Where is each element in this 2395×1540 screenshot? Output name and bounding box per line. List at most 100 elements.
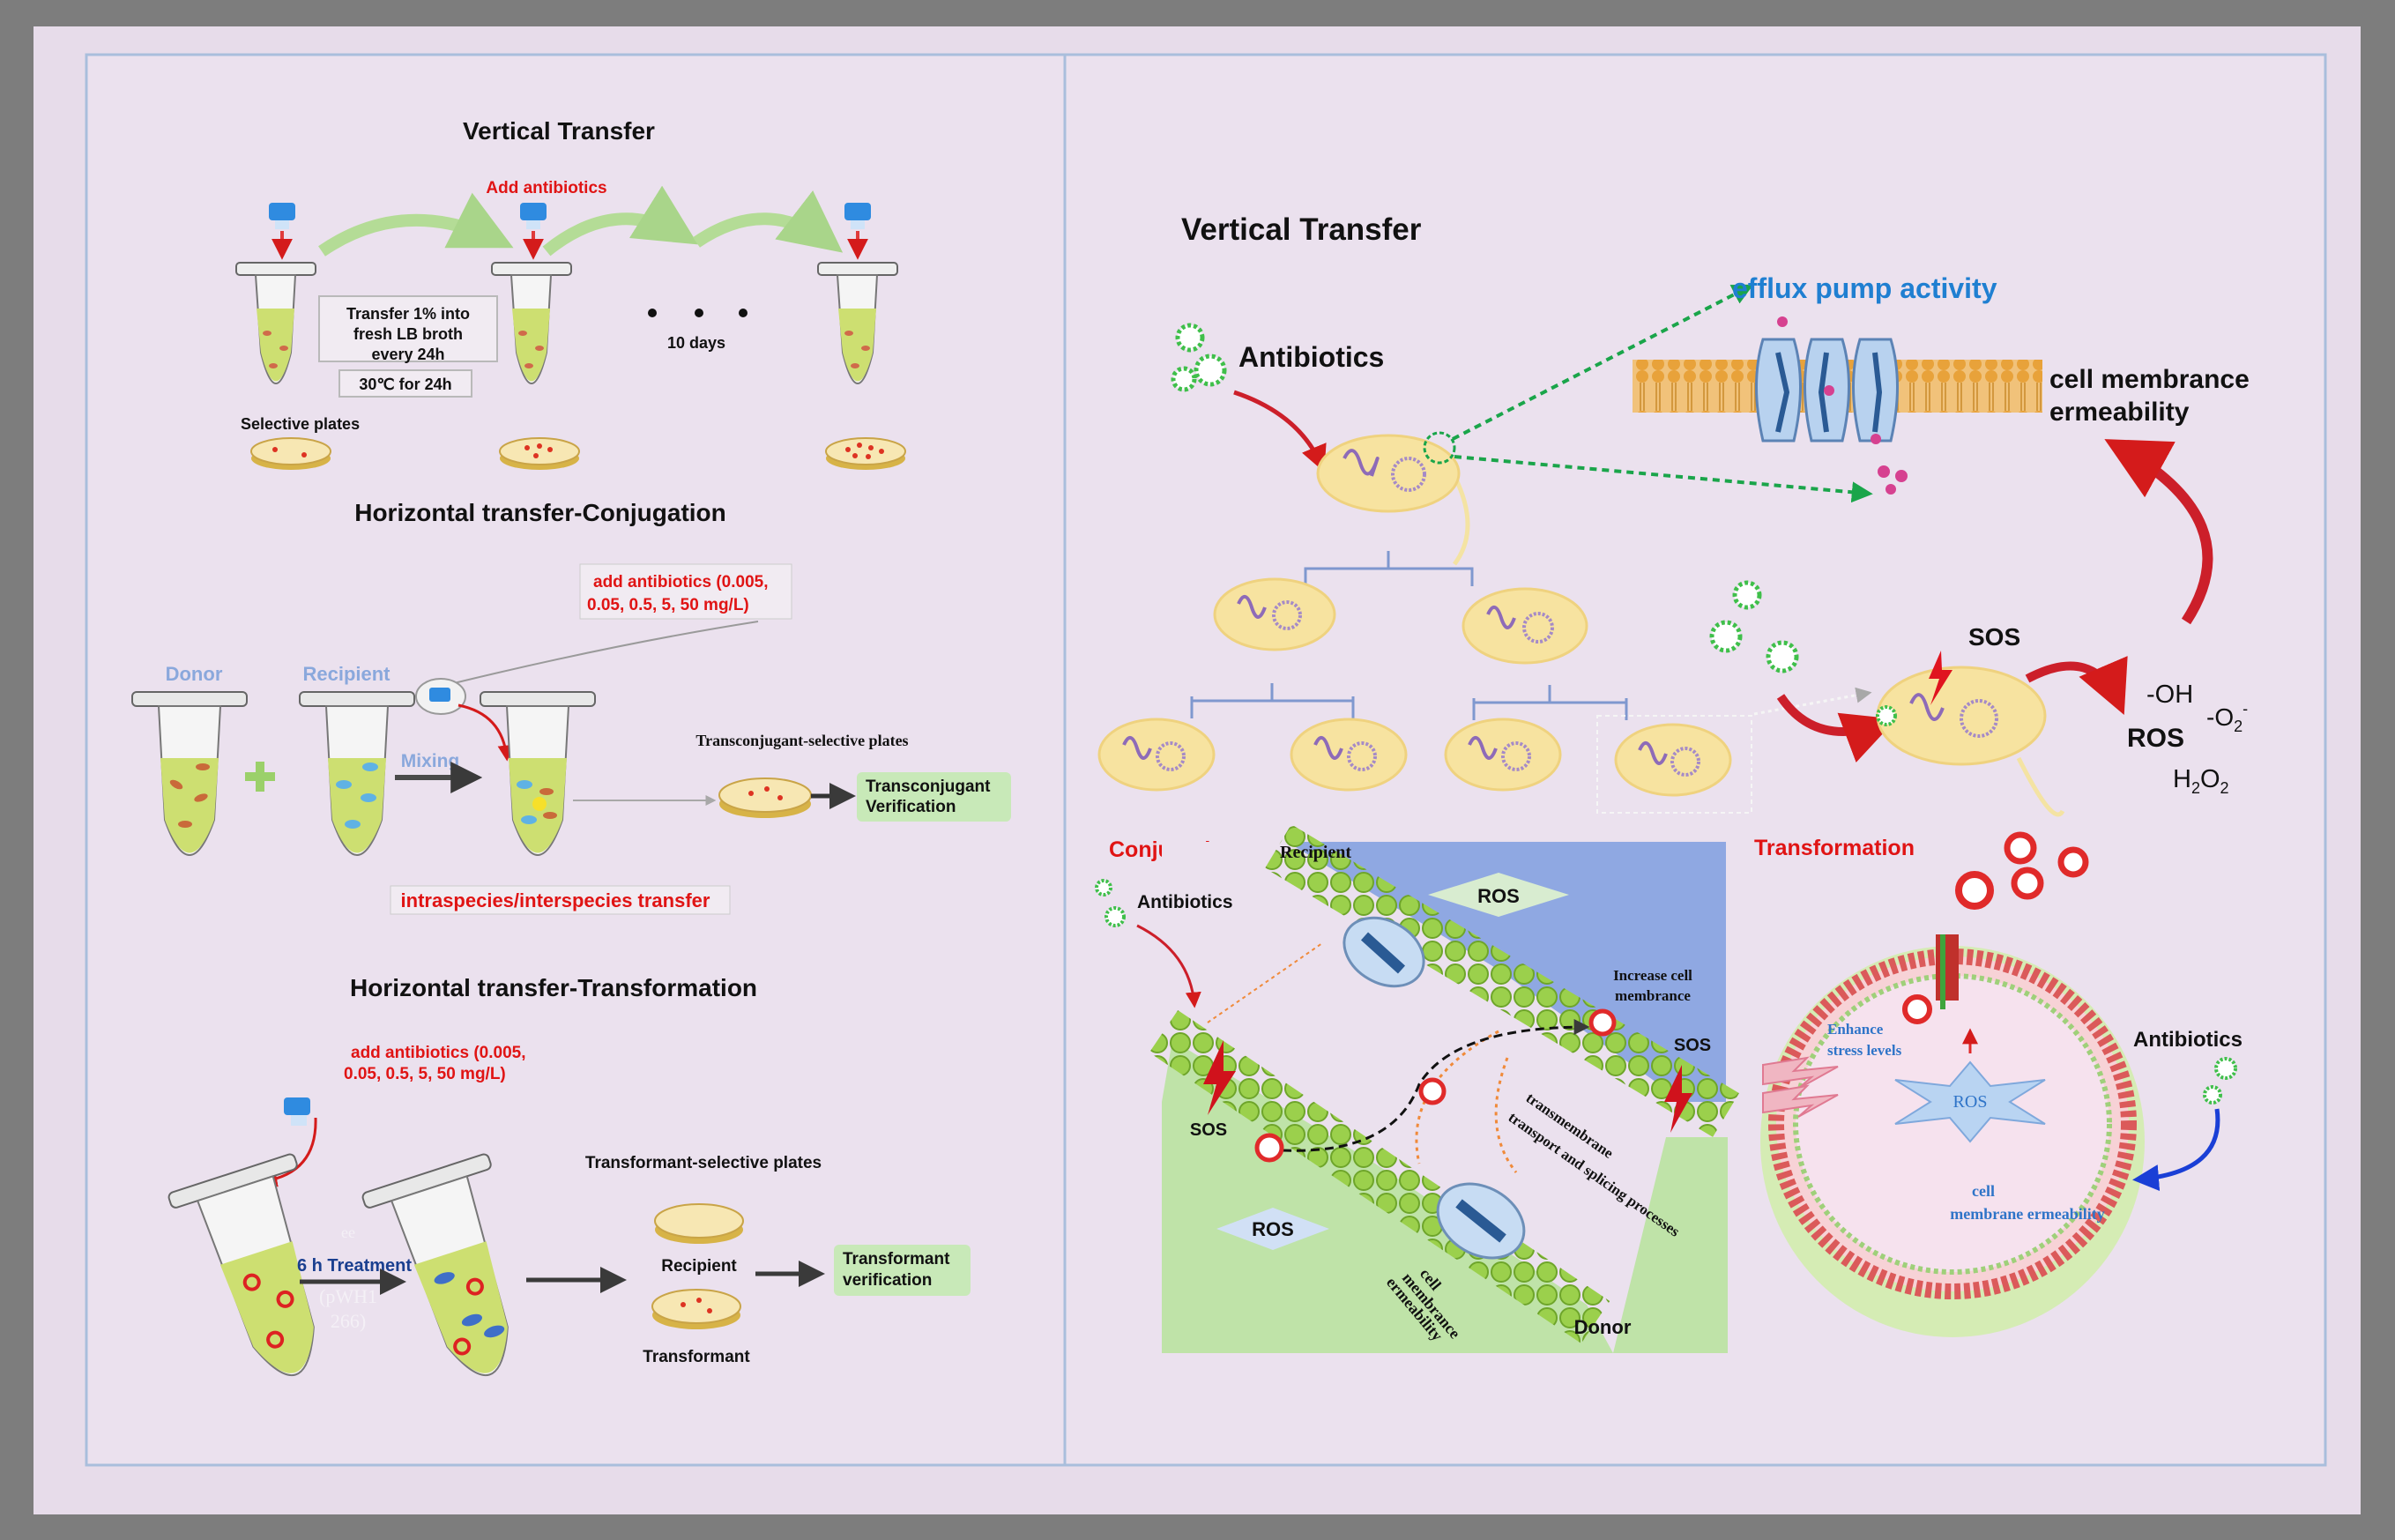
- peroxide-h: H: [2173, 765, 2191, 793]
- ros-star-icon: [1894, 1060, 2046, 1143]
- inset-ros-bottom-label: ROS: [1252, 1218, 1294, 1240]
- enhance-line-1: Enhance: [1827, 1021, 1884, 1038]
- granddaughter-bacterium: [1290, 718, 1408, 792]
- transfer-path: [1282, 1019, 1590, 1152]
- ellipsis-dot: [739, 309, 748, 317]
- petri-plate-transformant: [651, 1289, 741, 1329]
- petri-plate: [718, 777, 812, 818]
- lightning-icon: [1929, 651, 1952, 705]
- ellipsis-dot: [695, 309, 703, 317]
- selective-plates-label: Selective plates: [241, 415, 360, 433]
- parent-bacterium: [1316, 431, 1470, 566]
- antibiotic-icon: [1709, 580, 1799, 673]
- conjugation-dose-line-1: add antibiotics (0.005,: [593, 573, 769, 591]
- petri-plate-recipient: [654, 1203, 744, 1244]
- superoxide-subscript: 2: [2234, 718, 2243, 735]
- donor-tube: [131, 691, 248, 856]
- inset-donor-label: Donor: [1574, 1316, 1632, 1338]
- inset-antibiotics-label: Antibiotics: [1137, 892, 1233, 912]
- peroxide-o: O: [2200, 765, 2220, 793]
- plasmid-icon: [1254, 1008, 1617, 1163]
- increase-line-1: Increase cell: [1613, 967, 1692, 984]
- conjugation-inset: Antibiotics Recipient ROS Increase cell …: [1095, 824, 1739, 1353]
- ghost-text-line-3: 266): [331, 1310, 366, 1332]
- lightning-icon: [1203, 1040, 1692, 1133]
- inset-ros-top-label: ROS: [1477, 885, 1520, 907]
- peroxide-sub-1: 2: [2191, 779, 2200, 797]
- transformation-tube-1: [167, 1153, 315, 1376]
- zoom-box: [1596, 715, 1752, 814]
- ghost-text-line-2: (pWH1: [319, 1285, 377, 1307]
- peroxide-sub-2: 2: [2220, 779, 2229, 797]
- mixed-tube: [480, 691, 596, 856]
- tube-day1: [235, 262, 316, 384]
- left-conjugation-section: Horizontal transfer-Conjugation add anti…: [131, 499, 1011, 915]
- petri-plate: [499, 437, 580, 470]
- ros-arrow: [2025, 656, 2128, 716]
- donor-label: Donor: [166, 663, 223, 685]
- cell-membrane-line-2: membrane ermeability: [1950, 1205, 2104, 1223]
- ghost-text-line-1: ee: [341, 1224, 355, 1241]
- conjugation-dose-line-2: 0.05, 0.5, 5, 50 mg/L): [587, 596, 749, 614]
- antibiotic-arrow: [1233, 390, 1327, 472]
- days-label: 10 days: [667, 334, 725, 352]
- transformation-cell: Enhance stress levels ROS cell membrane …: [1760, 831, 2243, 1337]
- membrane-label-line-1: cell membrance: [2049, 365, 2250, 394]
- left-vertical-section: Vertical Transfer Add antibiotics: [235, 117, 906, 470]
- temp-box: [338, 369, 472, 398]
- transfer-note-box: [318, 295, 498, 362]
- channel-protein-icon: [1936, 934, 1959, 1001]
- ros-label: ROS: [2127, 724, 2184, 753]
- superoxide-charge: -: [2243, 700, 2248, 718]
- antibiotic-icon: [1095, 879, 1126, 927]
- peroxide-label: H2O2: [2173, 765, 2229, 797]
- transformation-label: Transformation: [1754, 836, 1915, 860]
- cell-antibiotic-arrow: [2132, 1108, 2220, 1192]
- granddaughter-bacterium: [1614, 723, 1732, 797]
- intraspecies-transfer-label: intraspecies/interspecies transfer: [401, 889, 710, 911]
- transformation-title: Horizontal transfer-Transformation: [350, 974, 757, 1001]
- membrane-pointer: [1454, 455, 1873, 503]
- granddaughter-bacterium: [1097, 718, 1216, 792]
- left-vertical-title: Vertical Transfer: [463, 117, 655, 145]
- add-antibiotics-label: Add antibiotics: [486, 179, 606, 197]
- transformation-dose-line-1: add antibiotics (0.005,: [351, 1044, 526, 1062]
- dropper-icon: [415, 678, 514, 762]
- daughter-bacterium: [1462, 587, 1588, 665]
- temp-label: 30℃ for 24h: [359, 376, 451, 393]
- petri-plate: [250, 437, 331, 470]
- dropper-icon: [844, 203, 871, 260]
- ros-diamond: [1216, 1208, 1329, 1250]
- inset-recipient-label: Recipient: [1280, 843, 1351, 862]
- plus-icon: [245, 762, 275, 792]
- cell-antibiotics-label: Antibiotics: [2133, 1028, 2243, 1052]
- stressed-bacterium: [1876, 651, 2065, 817]
- dropper-icon: [520, 203, 547, 260]
- granddaughter-bacterium: [1444, 718, 1562, 792]
- transfer-line-3: every 24h: [371, 346, 444, 363]
- division-tree: [1190, 551, 1628, 720]
- transformant-plate-label: Transformant: [643, 1348, 750, 1366]
- tube-day10: [817, 262, 898, 384]
- right-title: Vertical Transfer: [1181, 212, 1422, 247]
- dropper-icon: [269, 203, 295, 260]
- tube-day2: [491, 262, 572, 384]
- lightning-icon: [1762, 1056, 1839, 1090]
- increase-line-2: membrance: [1615, 987, 1691, 1004]
- conjugation-dose-box: [579, 563, 792, 620]
- transformant-verification-box: [834, 1245, 971, 1296]
- left-transformation-section: Horizontal transfer-Transformation add a…: [167, 974, 971, 1376]
- conjugation-title: Horizontal transfer-Conjugation: [354, 499, 726, 526]
- right-top-section: Vertical Transfer Antibiotics efflux pum…: [1097, 212, 2250, 862]
- transfer-note-box: [390, 885, 731, 915]
- channel-protein-icon: [1343, 916, 1526, 1260]
- dropper-icon: [261, 1097, 317, 1187]
- antibiotics-label: Antibiotics: [1238, 341, 1384, 373]
- transconjugant-verification-line-2: Verification: [866, 798, 956, 816]
- antibiotic-icon: [1171, 323, 1227, 392]
- transconjugant-plates-label: Transconjugant-selective plates: [695, 732, 908, 749]
- enhance-line-2: stress levels: [1827, 1042, 1902, 1059]
- oh-label: -OH: [2146, 681, 2193, 709]
- superoxide-label: -O2-: [2206, 700, 2248, 735]
- treatment-label: 6 h Treatment: [297, 1256, 412, 1276]
